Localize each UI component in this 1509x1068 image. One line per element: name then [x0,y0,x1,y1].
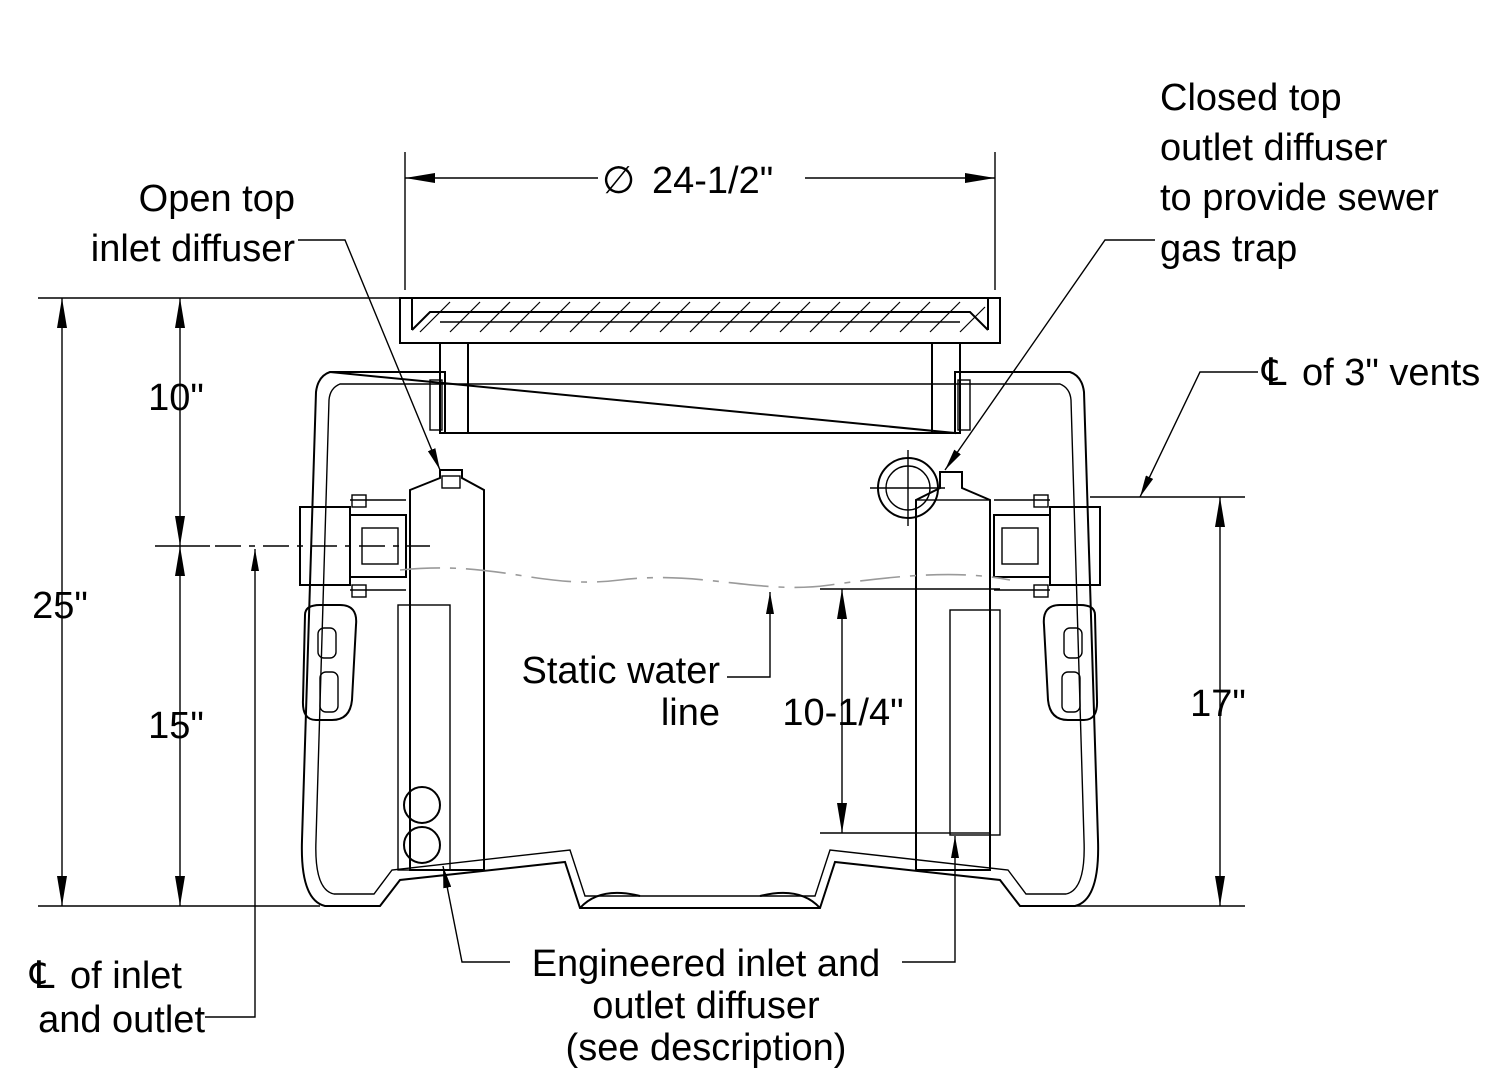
dimension-lines [38,152,1245,907]
dim-17-label: 17" [1190,683,1246,725]
engineered-label-1: Engineered inlet and [532,943,881,985]
inlet-outlet-label-2: and outlet [38,999,205,1041]
closed-top-label-2: outlet diffuser [1160,127,1388,169]
leader-lines [205,239,1258,1018]
open-top-label-2: inlet diffuser [91,228,296,270]
static-water-label-2: line [661,692,720,734]
cover-assembly [399,297,1001,434]
outlet-fitting [993,494,1101,598]
inlet-fitting [299,494,407,598]
inlet-diffuser [397,469,485,871]
inlet-outlet-label-1: of inlet [70,955,182,997]
diameter-symbol: ∅ [602,160,635,202]
vent-fitting [870,450,945,526]
closed-top-label-4: gas trap [1160,228,1297,270]
dim-10-1-4-label: 10-1/4" [782,692,903,734]
vents-centerline-symbol: ℄ [1261,352,1287,394]
engineered-label-2: outlet diffuser [592,985,820,1027]
inlet-outlet-centerline-symbol: ℄ [29,955,55,997]
dim-15-label: 15" [148,705,204,747]
tank-body [300,370,1100,909]
labels: ∅ 24-1/2" Open top inlet diffuser Closed… [29,77,1480,1068]
closed-top-label-3: to provide sewer [1160,177,1439,219]
outlet-diffuser [915,471,1001,871]
vents-label: of 3" vents [1302,352,1480,394]
diameter-label: 24-1/2" [652,160,773,202]
static-water-label-1: Static water [521,650,720,692]
dim-10-label: 10" [148,377,204,419]
dim-25-label: 25" [32,585,88,627]
static-water-line [399,567,1011,589]
closed-top-label-1: Closed top [1160,77,1342,119]
open-top-label-1: Open top [139,178,295,220]
engineered-label-3: (see description) [566,1027,847,1068]
